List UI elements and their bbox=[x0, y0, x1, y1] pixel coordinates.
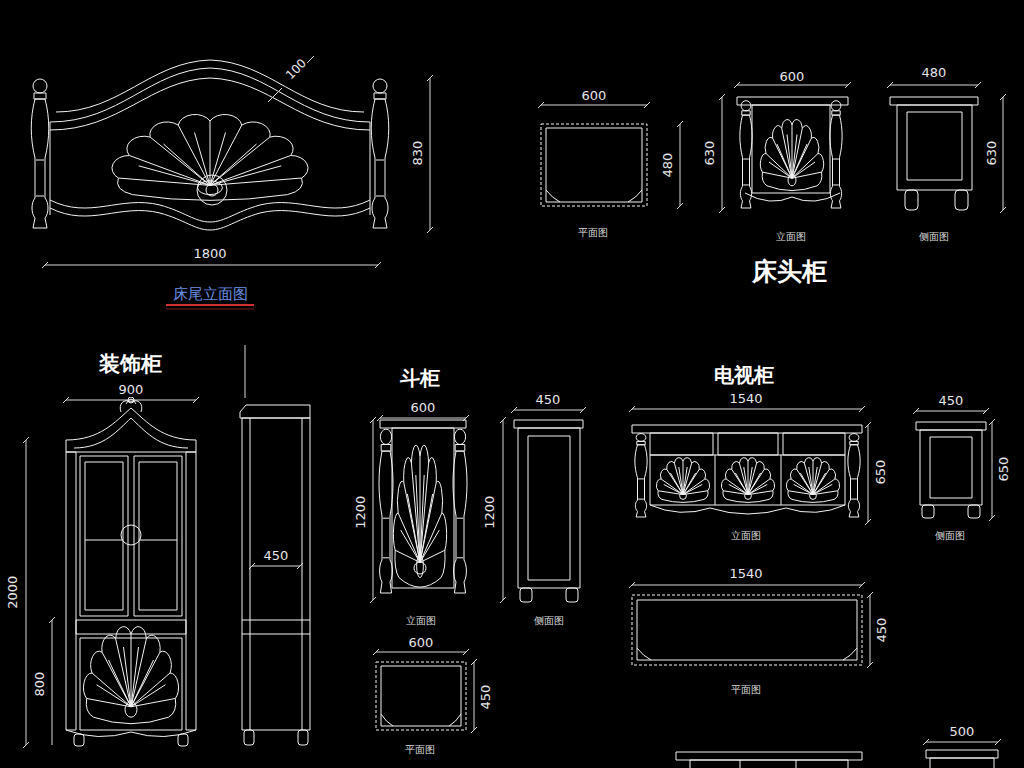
view-name: 侧面图 bbox=[533, 615, 565, 626]
nightstand-elevation bbox=[737, 97, 848, 208]
tv-cabinet-elevation bbox=[632, 425, 862, 517]
dimension-value: 630 bbox=[985, 140, 999, 167]
dimension-lines bbox=[23, 56, 1006, 748]
dimension-value: 480 bbox=[921, 66, 948, 80]
view-name: 平面图 bbox=[730, 684, 762, 695]
dimension-value: 1540 bbox=[728, 392, 763, 406]
title-underline bbox=[166, 304, 254, 306]
tv-cabinet-side bbox=[916, 422, 986, 518]
furniture-title: 斗柜 bbox=[399, 367, 441, 389]
dimension-value: 1540 bbox=[728, 567, 763, 581]
dimension-value: 1800 bbox=[192, 247, 227, 261]
view-name: 平面图 bbox=[577, 227, 609, 238]
tv-cabinet-plan bbox=[632, 595, 862, 665]
dimension-value: 1200 bbox=[484, 494, 498, 529]
furniture-title: 装饰柜 bbox=[98, 353, 163, 376]
furniture-title: 床头柜 bbox=[751, 258, 828, 286]
dimension-value: 450 bbox=[875, 617, 889, 644]
dimension-value: 500 bbox=[949, 725, 976, 739]
title-underline bbox=[166, 309, 254, 310]
dimension-value: 1200 bbox=[355, 494, 369, 529]
dimension-value: 650 bbox=[874, 459, 888, 486]
partial-drawing bbox=[676, 750, 998, 768]
view-name: 侧面图 bbox=[934, 530, 966, 541]
bed-footboard bbox=[31, 60, 389, 230]
dimension-value: 600 bbox=[410, 401, 437, 415]
view-name: 平面图 bbox=[404, 744, 436, 755]
dimension-value: 650 bbox=[997, 456, 1011, 483]
drawing-title: 床尾立面图 bbox=[172, 286, 249, 303]
dimension-value: 600 bbox=[779, 70, 806, 84]
display-cabinet-side bbox=[240, 405, 310, 745]
view-name: 立面图 bbox=[775, 231, 807, 242]
dimension-value: 600 bbox=[581, 89, 608, 103]
chest-elevation bbox=[379, 420, 467, 593]
dimension-value: 450 bbox=[479, 684, 493, 711]
furniture-title: 电视柜 bbox=[713, 364, 775, 386]
chest-plan bbox=[376, 662, 466, 730]
view-name: 侧面图 bbox=[918, 231, 950, 242]
dimension-value: 630 bbox=[703, 140, 717, 167]
dimension-value: 480 bbox=[661, 152, 675, 179]
dimension-value: 600 bbox=[408, 636, 435, 650]
display-cabinet-elevation bbox=[66, 397, 196, 746]
nightstand-side bbox=[890, 97, 978, 210]
nightstand-plan bbox=[541, 124, 647, 206]
dimension-value: 800 bbox=[33, 671, 47, 698]
view-name: 立面图 bbox=[730, 530, 762, 541]
dimension-value: 450 bbox=[263, 549, 290, 563]
dimension-value: 100 bbox=[283, 57, 310, 84]
dimension-value: 2000 bbox=[7, 574, 21, 609]
dimension-value: 450 bbox=[535, 393, 562, 407]
dimension-value: 900 bbox=[118, 383, 145, 397]
dimension-value: 830 bbox=[411, 140, 425, 167]
chest-side bbox=[514, 420, 583, 602]
view-name: 立面图 bbox=[405, 615, 437, 626]
dimension-value: 450 bbox=[938, 394, 965, 408]
